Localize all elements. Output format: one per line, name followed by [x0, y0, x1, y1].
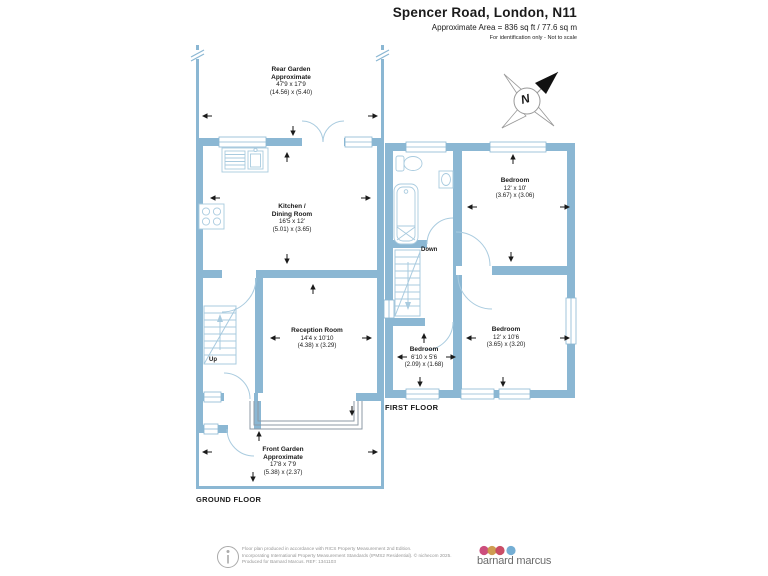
hob-fixture: [198, 203, 225, 230]
disclaimer-note: For identification only - Not to scale: [489, 35, 577, 41]
room-name: Dining Room: [271, 210, 313, 218]
first-floor-windows: [383, 141, 577, 400]
room-name: Front Garden: [262, 446, 304, 453]
room-dims-imperial: 6'10 x 5'6: [410, 353, 438, 361]
plan-header: Spencer Road, London, N11 Approximate Ar…: [393, 5, 577, 41]
room-qualifier: Approximate: [263, 453, 303, 461]
front-garden-label: Front Garden Approximate 17'8 x 7'9 (5.3…: [262, 446, 303, 476]
room-dims-metric: (4.38) x (3.29): [297, 342, 337, 350]
toilet-fixture: [395, 155, 423, 172]
first-floor-doors: [424, 217, 493, 351]
ground-floor-plan: [190, 45, 390, 489]
room-dims-imperial: 47'9 x 17'9: [276, 81, 306, 89]
ground-floor-walls: [196, 138, 384, 433]
room-dims-imperial: 16'5 x 12': [278, 218, 306, 226]
first-floor-label: FIRST FLOOR: [385, 403, 439, 412]
stairs-down: [394, 249, 421, 317]
approximate-area: Approximate Area = 836 sq ft / 77.6 sq m: [431, 23, 577, 32]
room-dims-imperial: 14'4 x 10'10: [300, 334, 334, 342]
sink-fixture: [221, 147, 269, 173]
footer-line: Incorporating International Property Mea…: [242, 552, 452, 558]
room-name: Rear Garden: [271, 66, 311, 73]
footer-line: Produced for Barnard Marcus. REF: 134110…: [242, 559, 336, 565]
basin-fixture: [438, 170, 454, 189]
stairs-up: [203, 305, 237, 365]
room-dims-metric: (2.09) x (1.68): [404, 361, 444, 369]
bedroom-small-label: Bedroom 6'10 x 5'6 (2.09) x (1.68): [405, 346, 444, 369]
reception-label: Reception Room 14'4 x 10'10 (4.38) x (3.…: [291, 327, 343, 350]
front-garden-boundary: [196, 401, 384, 489]
room-name: Bedroom: [409, 346, 439, 353]
room-name: Bedroom: [500, 177, 530, 184]
room-dims-metric: (5.38) x (2.37): [263, 468, 303, 476]
ground-floor-label: GROUND FLOOR: [196, 495, 262, 504]
rear-garden-boundary: [190, 45, 390, 138]
bathtub-fixture: [393, 183, 419, 245]
first-floor-plan: [383, 141, 577, 400]
room-dims-metric: (3.67) x (3.06): [495, 192, 535, 200]
rear-garden-label: Rear Garden Approximate 47'9 x 17'9 (14.…: [270, 66, 312, 96]
room-dims-metric: (14.56) x (5.40): [269, 88, 313, 96]
brand-dots-icon: [479, 545, 516, 556]
room-dims-metric: (3.65) x (3.20): [486, 341, 526, 349]
ground-floor-windows: [203, 120, 373, 457]
stairs-up-label: Up: [209, 357, 217, 363]
kitchen-label: Kitchen / Dining Room 16'5 x 12' (5.01) …: [272, 203, 312, 233]
bedroom-top-label: Bedroom 12' x 10' (3.67) x (3.06): [496, 177, 535, 200]
page-title: Spencer Road, London, N11: [392, 5, 577, 20]
room-qualifier: Approximate: [271, 73, 311, 81]
room-name: Kitchen /: [278, 203, 306, 210]
stairs-down-label: Down: [421, 247, 438, 253]
room-name: Bedroom: [491, 326, 521, 333]
bay-window: [249, 401, 363, 430]
room-dims-metric: (5.01) x (3.65): [272, 225, 312, 233]
footer-line: Floor plan produced in accordance with R…: [242, 546, 412, 551]
compass-icon: [501, 71, 559, 129]
room-dims-imperial: 17'8 x 7'9: [269, 461, 297, 469]
room-dims-imperial: 12' x 10': [503, 184, 527, 192]
bedroom-bottom-label: Bedroom 12' x 10'6 (3.65) x (3.20): [487, 326, 526, 349]
room-dims-imperial: 12' x 10'6: [492, 333, 520, 341]
footer-disclaimer: Floor plan produced in accordance with R…: [242, 546, 452, 566]
nichecom-logo-icon: [217, 546, 239, 568]
brand-name: barnard marcus: [477, 555, 552, 567]
room-name: Reception Room: [291, 327, 343, 334]
